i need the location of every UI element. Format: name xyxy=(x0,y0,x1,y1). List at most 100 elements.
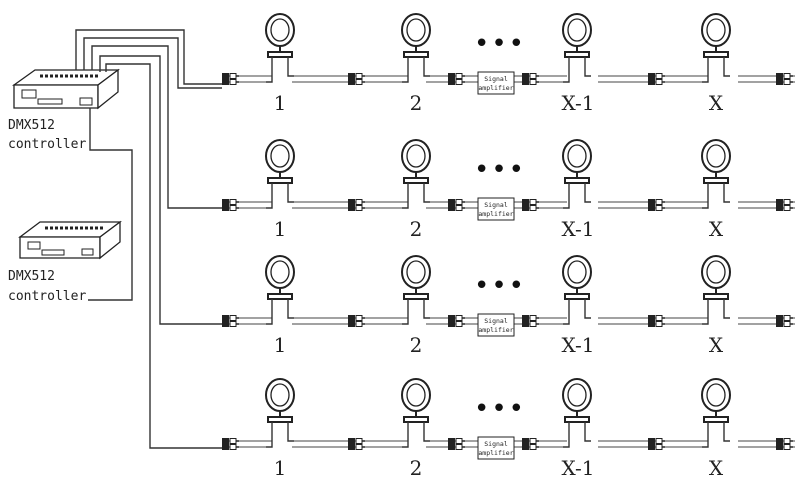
connector-icon xyxy=(522,315,539,321)
ellipsis-dots: ••• xyxy=(474,155,526,185)
amplifier-label-line2: amplifier xyxy=(478,84,513,92)
connector-icon xyxy=(448,73,465,79)
amplifier-label-line2: amplifier xyxy=(478,326,513,334)
connector-icon xyxy=(222,438,239,444)
lamp-label-3: X-1 xyxy=(561,217,594,241)
connector-icon xyxy=(522,438,539,444)
controller-2-label-line1: DMX512 xyxy=(8,269,55,284)
amplifier-label-line1: Signal xyxy=(484,201,508,209)
connector-icon xyxy=(448,438,465,444)
connector-icon xyxy=(648,315,665,321)
ellipsis-dots: ••• xyxy=(474,29,526,59)
connector-icon xyxy=(448,199,465,205)
lamp-label-2: 2 xyxy=(410,456,423,480)
connector-icon xyxy=(222,199,239,205)
connector-icon xyxy=(448,444,465,450)
connector-icon xyxy=(776,79,793,85)
connector-icon xyxy=(522,444,539,450)
connector-icon xyxy=(348,205,365,211)
connector-icon xyxy=(522,73,539,79)
lamp-label-4: X xyxy=(709,91,724,115)
connector-icon xyxy=(522,79,539,85)
connector-icon xyxy=(648,438,665,444)
connector-icon xyxy=(348,444,365,450)
controller-1-label-line1: DMX512 xyxy=(8,118,55,133)
connector-icon xyxy=(448,205,465,211)
led-lamp-icon xyxy=(562,378,592,448)
lamp-label-3: X-1 xyxy=(561,456,594,480)
connector-icon xyxy=(648,205,665,211)
amplifier-label-line1: Signal xyxy=(484,75,508,83)
lamp-label-3: X-1 xyxy=(561,333,594,357)
led-lamp-icon xyxy=(562,13,592,83)
connector-icon xyxy=(348,438,365,444)
connector-icon xyxy=(222,444,239,450)
connector-icon xyxy=(222,205,239,211)
controller-2-label-line2: controller xyxy=(8,289,86,304)
led-lamp-icon xyxy=(401,378,431,448)
lamp-label-3: X-1 xyxy=(561,91,594,115)
lamp-label-4: X xyxy=(709,456,724,480)
connector-icon xyxy=(648,321,665,327)
connector-icon xyxy=(776,444,793,450)
connector-icon xyxy=(222,321,239,327)
connector-icon xyxy=(448,321,465,327)
led-lamp-icon xyxy=(265,139,295,209)
lamp-label-1: 1 xyxy=(274,91,287,115)
led-lamp-icon xyxy=(562,139,592,209)
led-lamp-icon xyxy=(701,139,731,209)
amplifier-label-line2: amplifier xyxy=(478,210,513,218)
led-lamp-icon xyxy=(701,378,731,448)
feed-lines xyxy=(75,29,222,449)
connector-icon xyxy=(222,73,239,79)
ellipsis-dots: ••• xyxy=(474,271,526,301)
lamp-label-1: 1 xyxy=(274,217,287,241)
connector-icon xyxy=(648,73,665,79)
connector-icon xyxy=(348,321,365,327)
connector-icon xyxy=(776,199,793,205)
connector-icon xyxy=(522,205,539,211)
amplifier-label-line1: Signal xyxy=(484,317,508,325)
lamp-label-4: X xyxy=(709,333,724,357)
connector-icon xyxy=(448,315,465,321)
dmx-controller-2: DMX512 controller xyxy=(8,220,122,304)
lamp-label-1: 1 xyxy=(274,333,287,357)
connector-icon xyxy=(776,321,793,327)
connector-icon xyxy=(648,444,665,450)
dmx-controller-icon xyxy=(18,220,122,260)
connector-icon xyxy=(348,315,365,321)
connector-icon xyxy=(448,79,465,85)
connector-icon xyxy=(348,199,365,205)
amplifier-label-line1: Signal xyxy=(484,440,508,448)
led-lamp-icon xyxy=(265,255,295,325)
connector-icon xyxy=(222,79,239,85)
lamp-label-2: 2 xyxy=(410,91,423,115)
amplifier-label-line2: amplifier xyxy=(478,449,513,457)
led-lamp-icon xyxy=(401,139,431,209)
connector-icon xyxy=(776,315,793,321)
connector-icon xyxy=(348,73,365,79)
lamp-label-2: 2 xyxy=(410,333,423,357)
led-lamp-icon xyxy=(401,13,431,83)
dmx-controller-icon xyxy=(11,68,120,110)
connector-icon xyxy=(776,438,793,444)
lamp-label-2: 2 xyxy=(410,217,423,241)
led-lamp-icon xyxy=(265,378,295,448)
led-lamp-icon xyxy=(265,13,295,83)
led-lamp-icon xyxy=(562,255,592,325)
led-lamp-icon xyxy=(701,255,731,325)
connector-icon xyxy=(648,199,665,205)
dmx-controller-1: DMX512 controller xyxy=(8,68,120,152)
connector-icon xyxy=(348,79,365,85)
controller-1-label-line2: controller xyxy=(8,137,86,152)
